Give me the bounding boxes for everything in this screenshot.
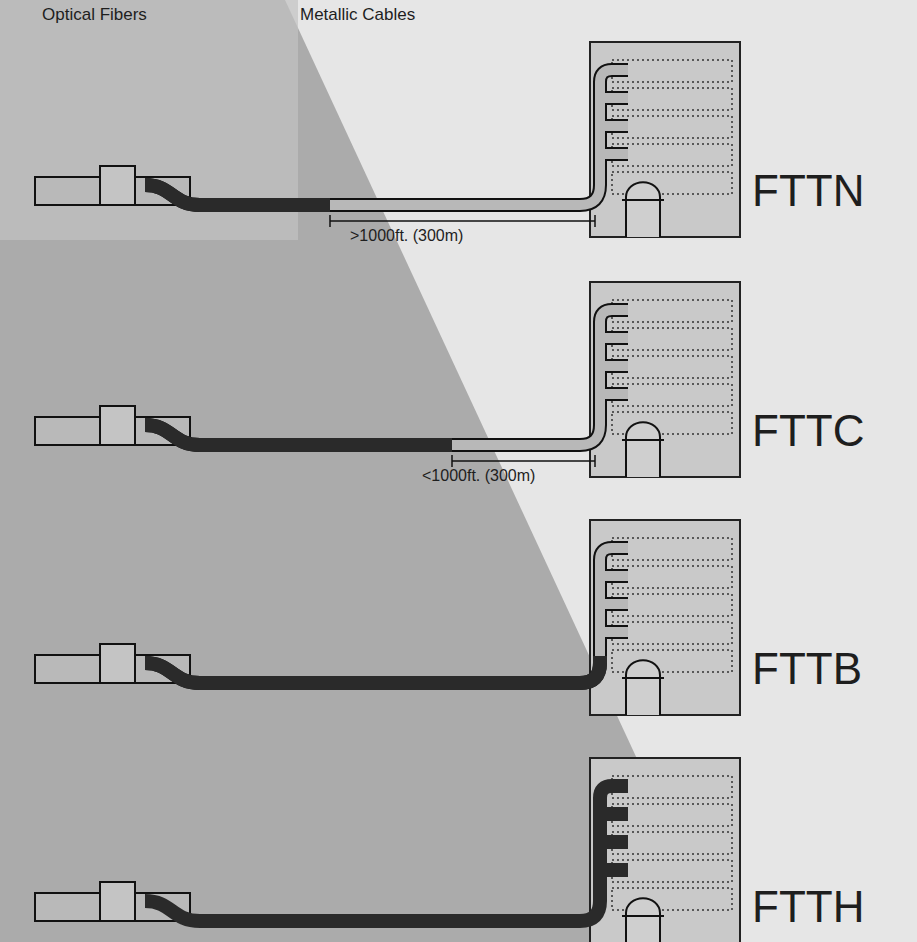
architecture-name: FTTC — [752, 407, 864, 455]
architecture-name: FTTH — [752, 883, 864, 931]
region-heading: Metallic Cables — [300, 6, 415, 25]
dimension-label: <1000ft. (300m) — [422, 467, 535, 485]
fttc-row — [35, 282, 740, 477]
ftth-row — [35, 758, 740, 942]
dimension-label: >1000ft. (300m) — [350, 227, 463, 245]
architecture-name: FTTB — [752, 645, 862, 693]
region-heading: Optical Fibers — [42, 6, 147, 25]
architecture-name: FTTN — [752, 167, 864, 215]
fttb-row — [35, 520, 740, 715]
fttn-row — [35, 42, 740, 237]
